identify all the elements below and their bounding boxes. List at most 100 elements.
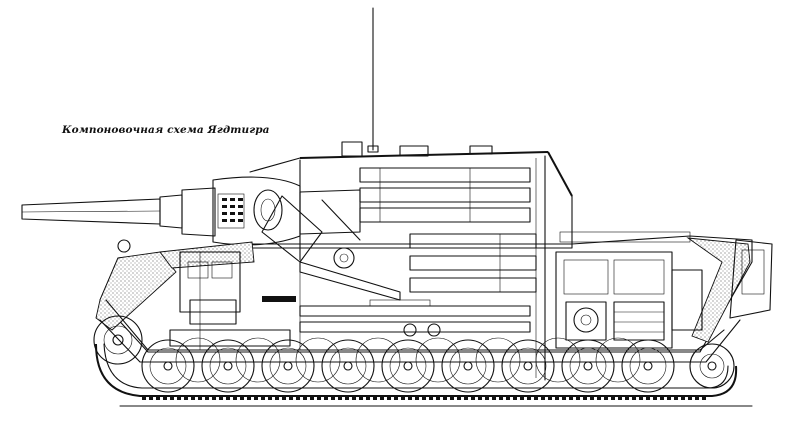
track-link <box>387 396 391 400</box>
track-link <box>457 396 461 400</box>
track-link <box>268 396 272 400</box>
track-link <box>618 396 622 400</box>
track-link <box>352 396 356 400</box>
track-link <box>198 396 202 400</box>
track-link <box>583 396 587 400</box>
track-link <box>219 396 223 400</box>
track-link <box>422 396 426 400</box>
road-wheel-inner <box>355 337 401 383</box>
track-link <box>590 396 594 400</box>
track-link <box>499 396 503 400</box>
track-link <box>485 396 489 400</box>
track-link <box>534 396 538 400</box>
track-link <box>191 396 195 400</box>
road-wheel-inner <box>535 337 581 383</box>
track-link <box>513 396 517 400</box>
track-link <box>520 396 524 400</box>
track-link <box>226 396 230 400</box>
track-link <box>688 396 692 400</box>
road-wheel <box>381 339 435 393</box>
track-link <box>569 396 573 400</box>
track-link <box>310 396 314 400</box>
road-wheels <box>141 337 675 393</box>
track-link <box>254 396 258 400</box>
track-link <box>303 396 307 400</box>
antenna-base <box>367 145 379 153</box>
engine-compartment <box>555 251 703 349</box>
track-link <box>366 396 370 400</box>
gun-barrel <box>21 187 216 237</box>
track-link <box>380 396 384 400</box>
track-link <box>506 396 510 400</box>
ammunition-racks <box>359 167 537 293</box>
road-wheel-inner <box>415 337 461 383</box>
track-link <box>142 396 146 400</box>
track-link <box>604 396 608 400</box>
fighting-compartment <box>169 251 531 350</box>
track-link <box>415 396 419 400</box>
track-link <box>240 396 244 400</box>
track-link <box>646 396 650 400</box>
track-link <box>149 396 153 400</box>
track-link <box>492 396 496 400</box>
track-link <box>338 396 342 400</box>
track-link <box>331 396 335 400</box>
road-wheel <box>261 339 315 393</box>
drive-sprocket <box>93 315 143 365</box>
track-link <box>184 396 188 400</box>
road-wheel <box>501 339 555 393</box>
track-link <box>555 396 559 400</box>
diagram-caption: Компоновочная схема Ягдтигра <box>62 124 270 136</box>
road-wheel-inner <box>595 337 641 383</box>
track-link <box>464 396 468 400</box>
track-link <box>394 396 398 400</box>
track-link <box>653 396 657 400</box>
track-link <box>156 396 160 400</box>
road-wheel <box>141 339 195 393</box>
track-link <box>261 396 265 400</box>
road-wheel-inner <box>235 337 281 383</box>
gun-mantlet <box>212 176 301 246</box>
track-link <box>282 396 286 400</box>
track-link <box>639 396 643 400</box>
track-link <box>541 396 545 400</box>
road-wheel-inner <box>175 337 221 383</box>
track-link <box>345 396 349 400</box>
track-link <box>576 396 580 400</box>
idler-wheel <box>689 343 735 389</box>
track-link <box>289 396 293 400</box>
road-wheel-inner <box>475 337 521 383</box>
track-link <box>702 396 706 400</box>
road-wheel <box>201 339 255 393</box>
track-link <box>170 396 174 400</box>
track-link <box>401 396 405 400</box>
track-link <box>632 396 636 400</box>
track-link <box>373 396 377 400</box>
track-link <box>695 396 699 400</box>
track-link <box>667 396 671 400</box>
track-link <box>611 396 615 400</box>
track-link <box>450 396 454 400</box>
track-link <box>275 396 279 400</box>
track-link <box>681 396 685 400</box>
track-link <box>471 396 475 400</box>
track-link <box>527 396 531 400</box>
track-link <box>443 396 447 400</box>
track-link <box>562 396 566 400</box>
road-wheel <box>621 339 675 393</box>
track-link <box>359 396 363 400</box>
track-link <box>177 396 181 400</box>
track-upper <box>99 299 741 363</box>
track-link <box>674 396 678 400</box>
road-wheel <box>561 339 615 393</box>
track-lower <box>95 343 738 400</box>
track-link <box>429 396 433 400</box>
track-link <box>233 396 237 400</box>
gun-breech <box>261 189 401 301</box>
road-wheel <box>441 339 495 393</box>
track-link <box>597 396 601 400</box>
track-link <box>317 396 321 400</box>
track-link <box>478 396 482 400</box>
